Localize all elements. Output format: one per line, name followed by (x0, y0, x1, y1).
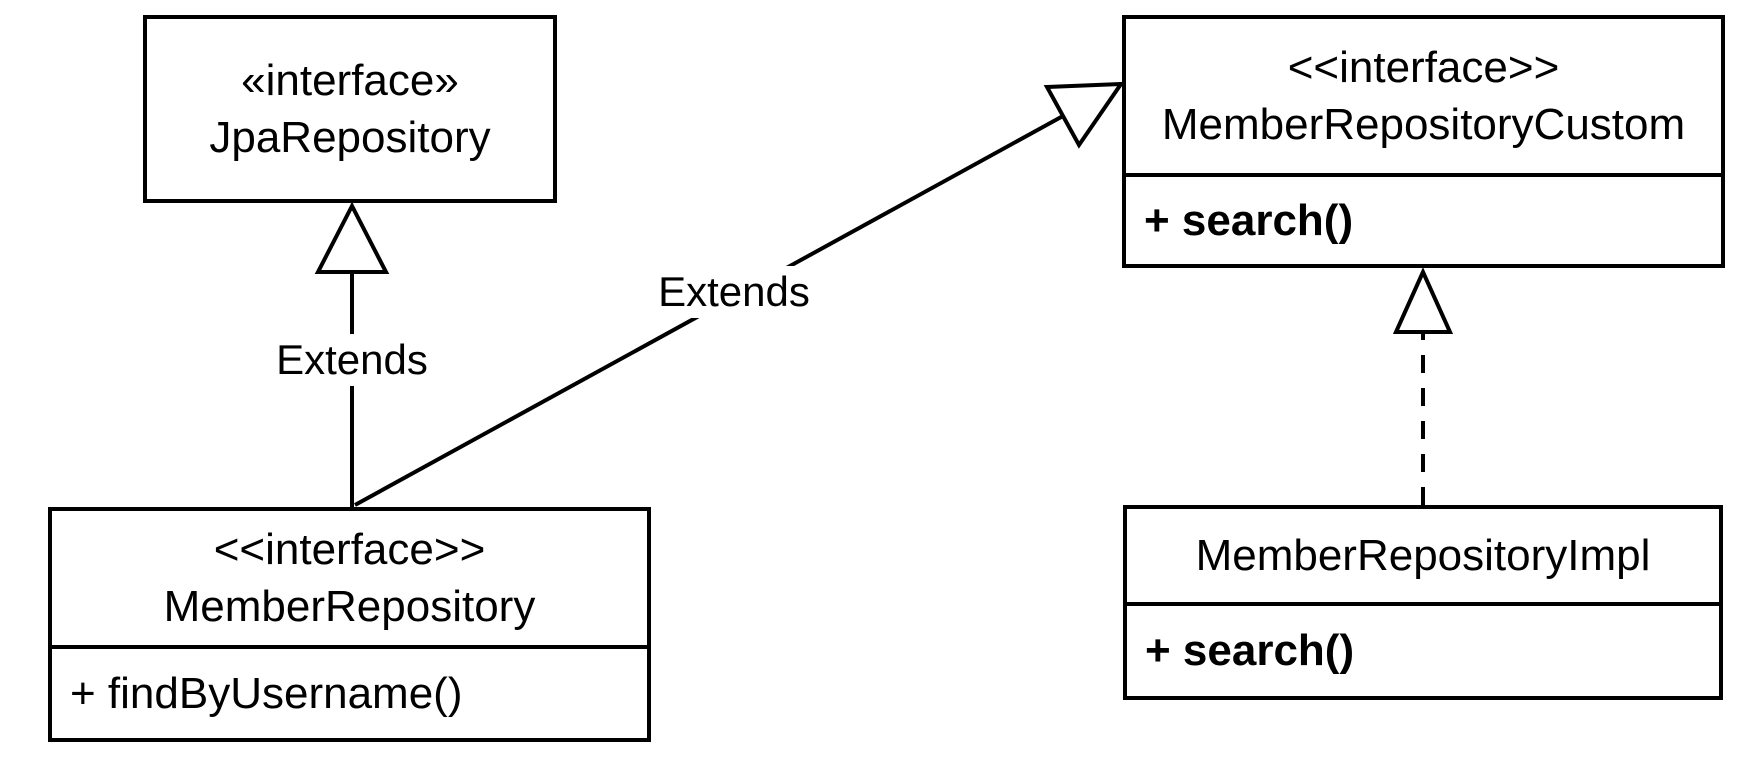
class-stereotype: «interface» (241, 56, 459, 105)
generalization-arrowhead-custom (1043, 81, 1125, 149)
class-title-compartment: «interface» JpaRepository (147, 19, 553, 199)
class-name: JpaRepository (209, 113, 491, 162)
class-title-compartment: MemberRepositoryImpl (1127, 509, 1719, 602)
realization-arrowhead-custom (1392, 267, 1454, 334)
class-method-compartment: + findByUsername() (52, 645, 647, 738)
class-title-compartment: <<interface>> MemberRepositoryCustom (1126, 19, 1721, 173)
class-name: MemberRepositoryCustom (1161, 100, 1686, 149)
method-label: + findByUsername() (70, 668, 463, 718)
class-name: MemberRepositoryImpl (1195, 531, 1651, 580)
method-label: + search() (1144, 195, 1354, 245)
class-stereotype: <<interface>> (213, 525, 486, 574)
class-method-compartment: + search() (1126, 173, 1721, 264)
class-title-compartment: <<interface>> MemberRepository (52, 511, 647, 645)
class-method-compartment: + search() (1127, 602, 1719, 696)
generalization-arrowhead-jpa (314, 201, 390, 274)
class-box-jparepository: «interface» JpaRepository (143, 15, 557, 203)
class-name: MemberRepository (163, 582, 536, 631)
class-stereotype: <<interface>> (1287, 43, 1560, 92)
method-label: + search() (1145, 626, 1355, 675)
class-box-memberrepositoryimpl: MemberRepositoryImpl + search() (1123, 505, 1723, 700)
class-box-memberrepository: <<interface>> MemberRepository + findByU… (48, 507, 651, 742)
class-box-memberrepositorycustom: <<interface>> MemberRepositoryCustom + s… (1122, 15, 1725, 268)
extends-label-diagonal: Extends (648, 266, 820, 318)
extends-label-vertical: Extends (266, 334, 438, 386)
